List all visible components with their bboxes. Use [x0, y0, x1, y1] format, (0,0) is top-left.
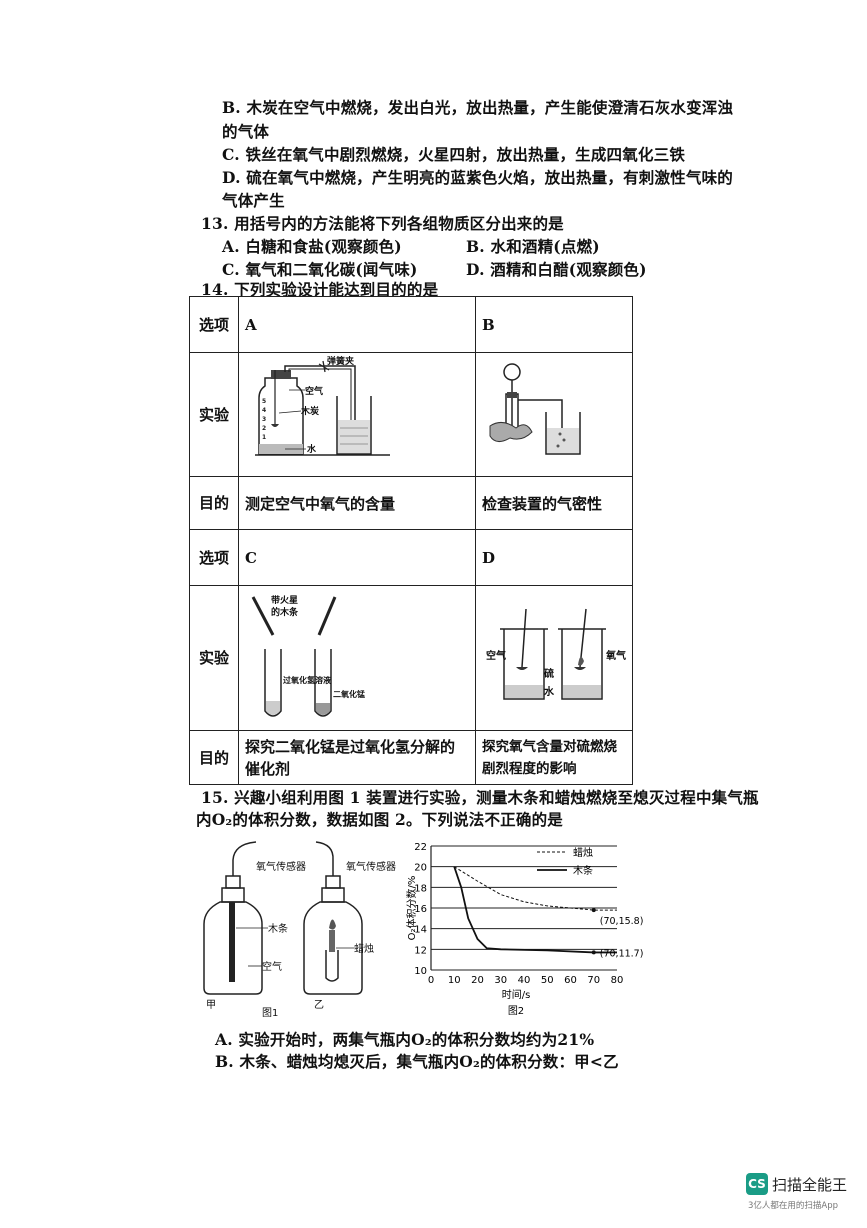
- purpose-d-cell: 探究氧气含量对硫燃烧剧烈程度的影响: [475, 730, 633, 785]
- y-tick-label: 12: [414, 945, 427, 956]
- y-tick-label: 16: [414, 904, 427, 915]
- mark-3: 3: [262, 416, 266, 423]
- experiment-d-cell: 空气 氧气 硫 水: [475, 585, 633, 731]
- x-tick-label: 30: [494, 975, 507, 986]
- q12-option-d-line2: 气体产生: [222, 191, 285, 210]
- label-d-air: 空气: [486, 649, 506, 662]
- label-clamp: 弹簧夹: [327, 355, 354, 367]
- annotation-label-0: (70,15.8): [600, 916, 644, 927]
- q12-option-d-line1: D. 硫在氧气中燃烧，产生明亮的蓝紫色火焰，放出热量，有刺激性气味的: [222, 168, 733, 187]
- fig1-air-label: 空气: [262, 960, 282, 973]
- x-tick-label: 80: [611, 975, 624, 986]
- fig1-jia: 甲: [206, 1000, 216, 1011]
- fig1-sensor-a: 氧气传感器: [256, 860, 306, 873]
- mark-1: 1: [262, 434, 266, 441]
- option-label: 选项: [189, 296, 239, 353]
- scanner-watermark: CS 扫描全能王: [746, 1173, 847, 1195]
- x-tick-label: 0: [428, 975, 434, 986]
- option-label-2: 选项: [189, 529, 239, 586]
- option-d-cell: D: [475, 529, 633, 586]
- fig1-candle-label: 蜡烛: [354, 942, 374, 955]
- label-stick-line2: 的木条: [271, 606, 299, 618]
- annotation-point-1: [591, 950, 596, 955]
- y-tick-label: 10: [414, 966, 427, 977]
- purpose-a-cell: 测定空气中氧气的含量: [238, 476, 476, 530]
- experiment-d-figure: 空气 氧气 硫 水: [486, 608, 626, 700]
- purpose-label: 目的: [189, 476, 239, 530]
- x-tick-label: 20: [471, 975, 484, 986]
- scanner-name: 扫描全能王: [772, 1175, 848, 1194]
- y-tick-label: 22: [414, 842, 427, 853]
- y-axis-label: O₂体积分数/%: [405, 876, 418, 941]
- q15-stem-line1: 15. 兴趣小组利用图 1 装置进行实验，测量木条和蜡烛燃烧至熄灭过程中集气瓶: [201, 788, 759, 807]
- series-line-0: [453, 866, 617, 911]
- experiment-a-figure: 5 4 3 2 1 弹簧夹: [255, 355, 390, 456]
- label-water: 水: [307, 443, 317, 455]
- annotation-point-0: [591, 908, 596, 913]
- q13-stem: 13. 用括号内的方法能将下列各组物质区分出来的是: [201, 214, 564, 233]
- legend-label-0: 蜡烛: [573, 846, 593, 859]
- mark-4: 4: [262, 407, 266, 414]
- mark-2: 2: [262, 425, 266, 432]
- q15-figure1: 氧气传感器 氧气传感器 木条 空气 蜡烛 甲 乙 图1: [203, 841, 396, 1019]
- series-line-1: [453, 866, 617, 954]
- q14-table: 选项 A B 实验 5 4 3 2 1: [189, 296, 633, 785]
- q13-option-a: A. 白糖和食盐(观察颜色): [222, 237, 402, 256]
- label-stick-line1: 带火星: [271, 594, 298, 606]
- q12-option-b-line1: B. 木炭在空气中燃烧，发出白光，放出热量，产生能使澄清石灰水变浑浊: [222, 98, 734, 117]
- q13-option-b: B. 水和酒精(点燃): [466, 237, 600, 256]
- experiment-a-cell: 5 4 3 2 1 弹簧夹: [238, 352, 476, 477]
- experiment-c-cell: 带火星 的木条 过氧化氢溶液 二氧化锰: [238, 585, 476, 731]
- option-a-cell: A: [238, 296, 476, 353]
- y-tick-label: 18: [414, 883, 427, 894]
- q13-option-c: C. 氧气和二氧化碳(闻气味): [222, 260, 418, 279]
- x-axis-label: 时间/s: [502, 988, 531, 1001]
- fig1-caption: 图1: [262, 1007, 278, 1019]
- experiment-label-2: 实验: [189, 585, 239, 731]
- x-tick-label: 50: [541, 975, 554, 986]
- q13-option-d: D. 酒精和白醋(观察颜色): [466, 260, 647, 279]
- option-b-cell: B: [475, 296, 633, 353]
- y-tick-label: 14: [414, 925, 427, 936]
- legend-label-1: 木条: [573, 864, 593, 877]
- experiment-b-figure: [489, 362, 581, 455]
- fig1-stick-label: 木条: [268, 922, 288, 935]
- experiment-b-cell: [475, 352, 633, 477]
- fig1-sensor-b: 氧气传感器: [346, 860, 396, 873]
- x-tick-label: 40: [518, 975, 531, 986]
- label-h2o2: 过氧化氢溶液: [283, 675, 331, 685]
- purpose-c-cell: 探究二氧化锰是过氧化氢分解的催化剂: [238, 730, 476, 785]
- q15-option-a: A. 实验开始时，两集气瓶内O₂的体积分数均约为21%: [215, 1030, 595, 1049]
- label-charcoal: 木炭: [300, 405, 319, 417]
- purpose-label-2: 目的: [189, 730, 239, 785]
- label-d-oxygen: 氧气: [605, 649, 626, 662]
- scanner-tagline: 3亿人都在用的扫描App: [748, 1201, 839, 1211]
- q12-option-c: C. 铁丝在氧气中剧烈燃烧，火星四射，放出热量，生成四氧化三铁: [222, 145, 686, 164]
- label-air: 空气: [305, 385, 323, 397]
- option-c-cell: C: [238, 529, 476, 586]
- annotation-label-1: (70,11.7): [600, 948, 644, 959]
- x-tick-label: 10: [448, 975, 461, 986]
- q15-stem-line2: 内O₂的体积分数，数据如图 2。下列说法不正确的是: [196, 810, 563, 829]
- label-mno2: 二氧化锰: [333, 689, 365, 699]
- mark-5: 5: [262, 398, 266, 405]
- fig1-yi: 乙: [314, 999, 324, 1011]
- q15-option-b: B. 木条、蜡烛均熄灭后，集气瓶内O₂的体积分数：甲<乙: [215, 1052, 619, 1071]
- x-tick-label: 60: [564, 975, 577, 986]
- label-d-sulfur: 硫: [544, 667, 554, 680]
- q12-option-b-line2: 的气体: [222, 122, 270, 141]
- chart-caption: 图2: [508, 1005, 524, 1017]
- label-d-water: 水: [543, 685, 555, 698]
- y-tick-label: 20: [414, 863, 427, 874]
- experiment-label: 实验: [189, 352, 239, 477]
- purpose-b-cell: 检查装置的气密性: [475, 476, 633, 530]
- x-tick-label: 70: [587, 975, 600, 986]
- experiment-c-figure: 带火星 的木条 过氧化氢溶液 二氧化锰: [251, 594, 365, 717]
- scanner-logo-icon: CS: [746, 1173, 768, 1195]
- q14-stem: 14. 下列实验设计能达到目的的是: [201, 280, 439, 299]
